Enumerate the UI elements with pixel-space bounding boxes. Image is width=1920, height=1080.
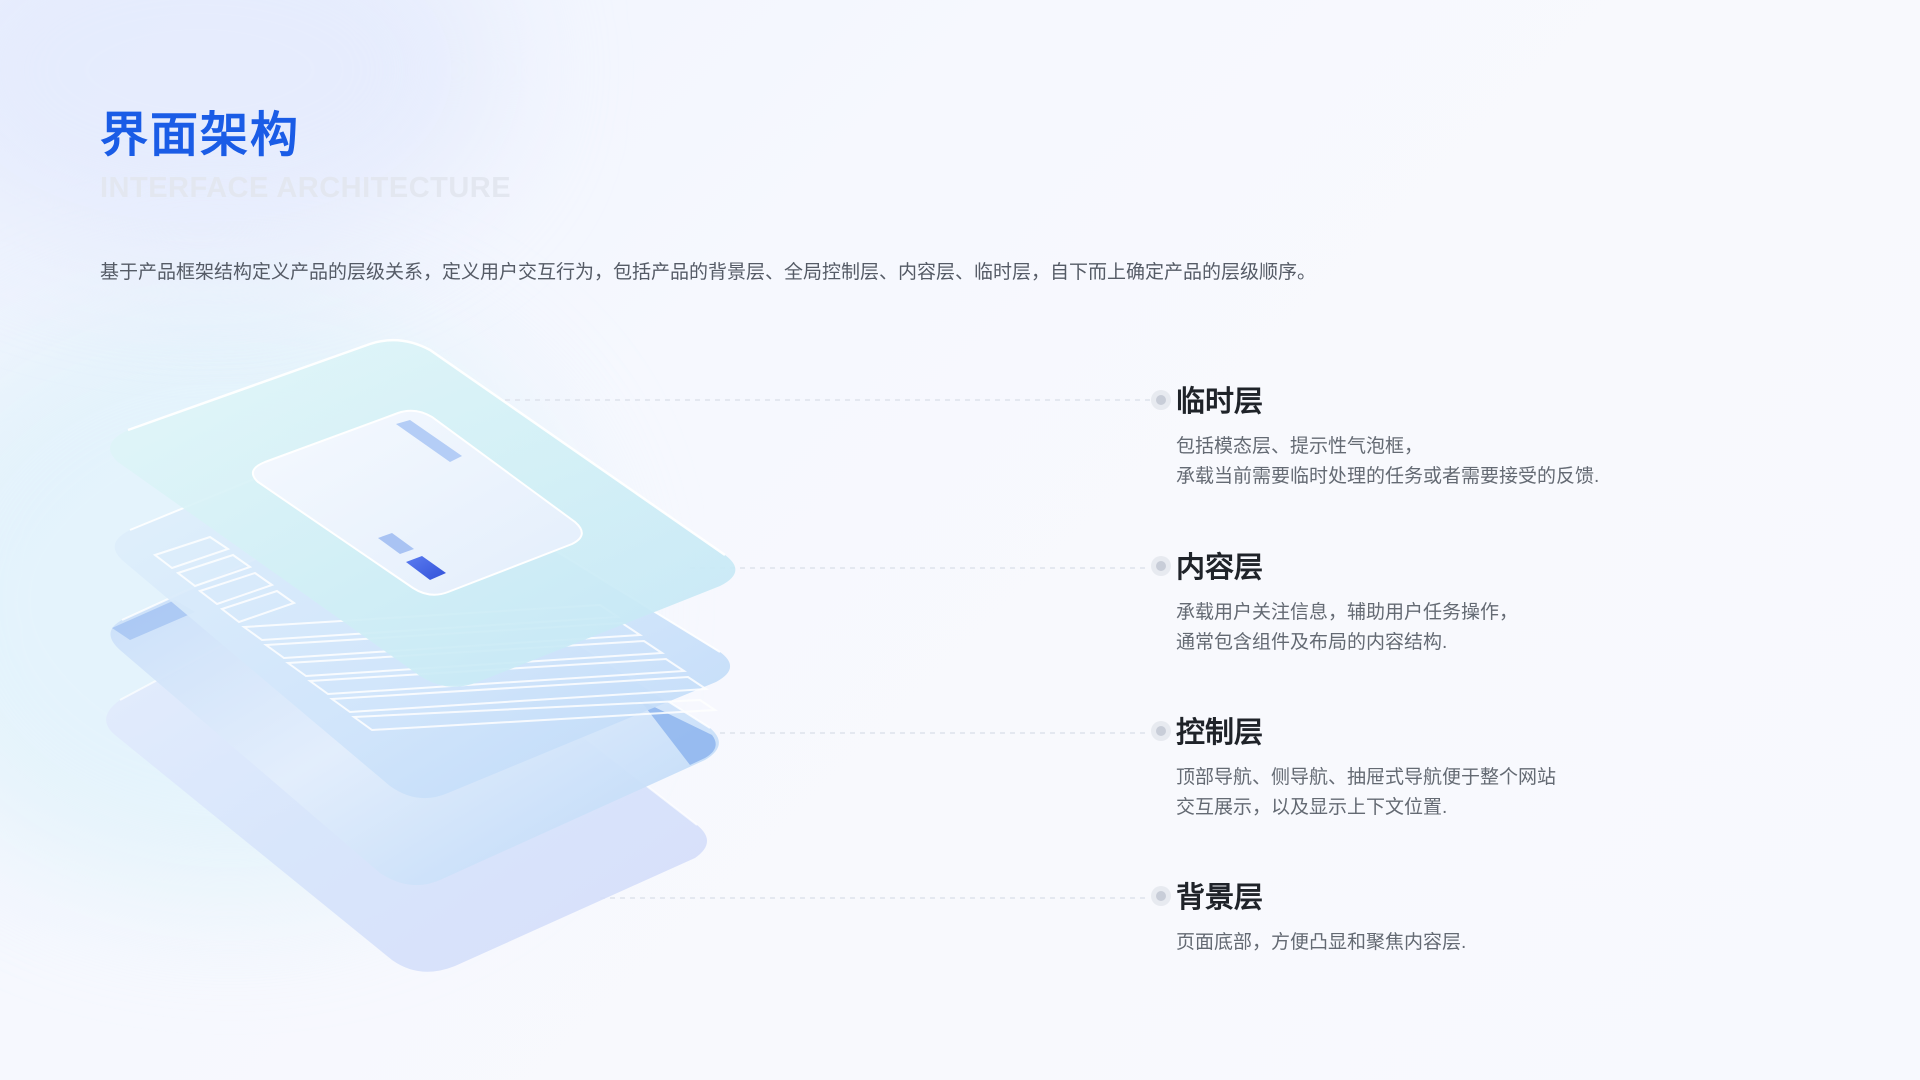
page-description: 基于产品框架结构定义产品的层级关系，定义用户交互行为，包括产品的背景层、全局控制… [100,262,1317,283]
modal-confirm-button [406,556,446,580]
layer-name: 内容层 [1176,552,1264,584]
layer-desc-line: 包括模态层、提示性气泡框， [1176,436,1424,457]
dot-marker-icon [1156,561,1166,571]
temporary-layer-plate [110,338,736,687]
layer-item-control: 控制层 顶部导航、侧导航、抽屉式导航便于整个网站 交互展示，以及显示上下文位置. [1156,715,1736,823]
dot-marker-icon [1156,891,1166,901]
page-subtitle: INTERFACE ARCHITECTURE [100,172,512,204]
layer-name: 临时层 [1176,386,1264,418]
modal-dialog-card [251,409,583,596]
modal-cancel-button [378,533,414,554]
layer-name: 背景层 [1176,882,1264,914]
layer-item-background: 背景层 页面底部，方便凸显和聚焦内容层. [1156,880,1736,958]
modal-title-bar [396,420,462,462]
layer-item-content: 内容层 承载用户关注信息，辅助用户任务操作， 通常包含组件及布局的内容结构. [1156,550,1736,658]
layer-desc-line: 页面底部，方便凸显和聚焦内容层. [1176,932,1467,953]
layer-item-temporary: 临时层 包括模态层、提示性气泡框， 承载当前需要临时处理的任务或者需要接受的反馈… [1156,384,1736,492]
dot-marker-icon [1156,726,1166,736]
layer-name: 控制层 [1176,717,1264,749]
dot-marker-icon [1156,395,1166,405]
page-title: 界面架构 [100,109,301,162]
layer-desc-line: 承载用户关注信息，辅助用户任务操作， [1176,602,1519,623]
layer-desc-line: 通常包含组件及布局的内容结构. [1176,632,1448,653]
layer-desc-line: 顶部导航、侧导航、抽屉式导航便于整个网站 [1176,767,1557,788]
layer-desc-line: 交互展示，以及显示上下文位置. [1176,797,1448,818]
layer-desc-line: 承载当前需要临时处理的任务或者需要接受的反馈. [1176,466,1600,487]
